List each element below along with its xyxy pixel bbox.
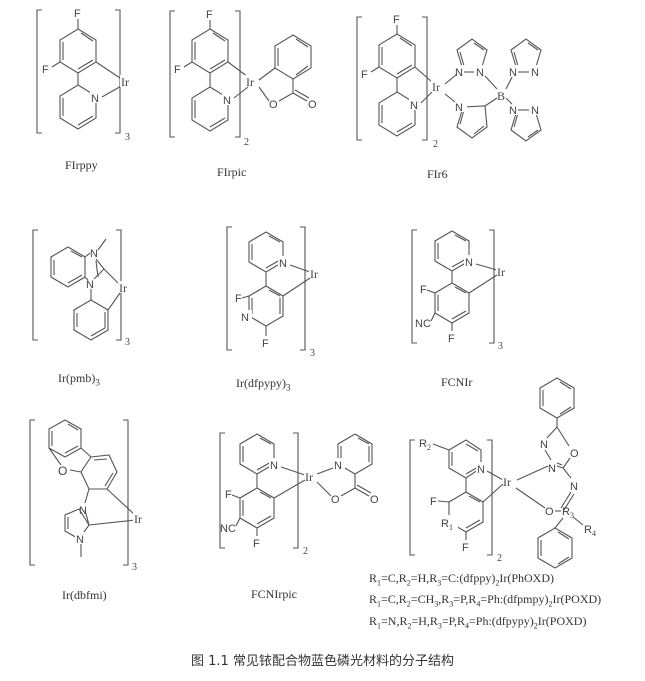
svg-text:R: R — [419, 438, 427, 450]
multiplier: 3 — [132, 562, 137, 573]
svg-text:Ir: Ir — [121, 75, 129, 89]
svg-text:R: R — [562, 506, 570, 518]
svg-text:O: O — [308, 99, 317, 111]
label-text: Ir(dfpypy) — [236, 376, 286, 390]
svg-text:F: F — [420, 284, 427, 296]
svg-text:O: O — [370, 494, 379, 506]
svg-text:N: N — [570, 481, 578, 493]
structure-firpic: 2 F F N Ir O O — [165, 5, 335, 148]
svg-text:N: N — [410, 100, 418, 112]
svg-text:N: N — [91, 93, 99, 105]
svg-text:F: F — [42, 64, 49, 76]
compound-label-fcnirpic: FCNIrpic — [251, 587, 297, 601]
svg-text:N: N — [279, 258, 287, 270]
svg-text:N: N — [531, 67, 539, 79]
svg-text:2: 2 — [427, 443, 431, 452]
svg-text:F: F — [253, 538, 260, 550]
svg-text:F: F — [462, 542, 469, 554]
svg-text:O: O — [269, 99, 278, 111]
svg-text:Ir: Ir — [134, 512, 142, 526]
svg-text:1: 1 — [449, 523, 453, 532]
structure-fcnir: 3 N Ir F NC F — [407, 225, 522, 352]
substituent-notes: R1=C,R2=H,R3=C:(dfppy)2Ir(PhOXD) R1=C,R2… — [369, 570, 601, 634]
svg-text:O: O — [570, 448, 579, 460]
compound-label-fir6: FIr6 — [427, 167, 448, 181]
svg-text:N: N — [548, 463, 556, 475]
svg-text:Ir: Ir — [305, 470, 313, 484]
svg-text:B: B — [497, 89, 505, 103]
label-subscript: 3 — [95, 377, 100, 388]
figure-caption: 图 1.1 常见铱配合物蓝色磷光材料的分子结构 — [191, 654, 454, 669]
structure-fcnirpic: 2 N Ir F NC F N O O — [215, 428, 385, 558]
label-text: Ir(pmb) — [58, 371, 96, 385]
svg-text:O: O — [331, 494, 340, 506]
multiplier: 2 — [244, 137, 249, 148]
svg-text:NC: NC — [220, 523, 236, 535]
structure-ir-pmb3: 3 N N Ir — [28, 225, 148, 350]
svg-text:R: R — [584, 524, 592, 536]
svg-text:Ir: Ir — [310, 267, 318, 281]
multiplier: 2 — [303, 546, 308, 557]
substituent-note-3: R1=N,R2=H,R3=P,R4=Ph:(dfpypy)2Ir(POXD) — [369, 613, 587, 631]
structure-ir-dbfmi: 3 O N N Ir — [25, 415, 155, 575]
svg-text:N: N — [241, 312, 249, 324]
svg-text:F: F — [225, 489, 232, 501]
svg-text:N: N — [465, 257, 473, 269]
svg-text:N: N — [270, 460, 278, 472]
multiplier: 2 — [497, 553, 502, 564]
svg-text:Ir: Ir — [503, 475, 511, 489]
compound-label-fcnir: FCNIr — [441, 375, 473, 389]
svg-text:N: N — [509, 105, 517, 117]
svg-text:O: O — [58, 464, 67, 478]
svg-text:Ir: Ir — [432, 80, 440, 94]
svg-text:3: 3 — [570, 511, 574, 520]
compound-label-ir-pmb3: Ir(pmb)3 — [58, 371, 100, 387]
substituent-note-2: R1=C,R2=CH3,R3=P,R4=Ph:(dfpmpy)2Ir(POXD) — [369, 592, 602, 609]
svg-text:F: F — [361, 69, 368, 81]
svg-text:N: N — [531, 105, 539, 117]
compound-label-firppy: FIrppy — [65, 158, 98, 172]
svg-text:F: F — [430, 496, 437, 508]
multiplier: 3 — [498, 341, 503, 352]
svg-text:O: O — [545, 506, 554, 518]
compound-label-ir-dfpypy3: Ir(dfpypy)3 — [236, 376, 290, 392]
compound-label-ir-dbfmi: Ir(dbfmi) — [62, 588, 107, 602]
structure-ir-dfpypy3: 3 N Ir F N F — [222, 222, 332, 359]
substituent-note-1: R1=C,R2=H,R3=C:(dfppy)2Ir(PhOXD) — [369, 571, 554, 588]
svg-text:N: N — [455, 102, 463, 114]
structure-fir6: 2 F F N Ir N N B N N N — [352, 12, 562, 152]
svg-text:F: F — [393, 14, 400, 26]
structure-firppy: 3 F F N Ir — [30, 5, 140, 143]
svg-text:N: N — [476, 67, 484, 79]
svg-text:R: R — [441, 518, 449, 530]
svg-text:F: F — [235, 293, 242, 305]
svg-text:Ir: Ir — [119, 281, 127, 295]
svg-text:N: N — [79, 505, 87, 517]
svg-text:4: 4 — [592, 529, 596, 538]
svg-text:N: N — [76, 534, 84, 546]
multiplier: 3 — [310, 348, 315, 359]
multiplier: 2 — [433, 139, 438, 150]
svg-text:N: N — [334, 460, 342, 472]
svg-text:N: N — [90, 248, 98, 260]
label-subscript: 3 — [285, 382, 291, 393]
svg-text:F: F — [74, 8, 81, 20]
svg-text:F: F — [448, 333, 455, 345]
compound-label-firpic: FIrpic — [217, 165, 247, 179]
svg-text:F: F — [262, 338, 269, 350]
svg-text:Ir: Ir — [246, 75, 254, 89]
multiplier: 3 — [125, 132, 130, 143]
svg-text:N: N — [86, 279, 94, 291]
svg-text:N: N — [540, 439, 548, 451]
multiplier: 3 — [125, 337, 130, 348]
svg-text:NC: NC — [415, 318, 431, 330]
svg-text:F: F — [206, 9, 213, 21]
svg-text:Ir: Ir — [497, 265, 505, 279]
svg-text:N: N — [477, 464, 485, 476]
svg-text:N: N — [223, 95, 231, 107]
svg-text:N: N — [455, 67, 463, 79]
svg-text:F: F — [174, 64, 181, 76]
svg-text:N: N — [509, 67, 517, 79]
